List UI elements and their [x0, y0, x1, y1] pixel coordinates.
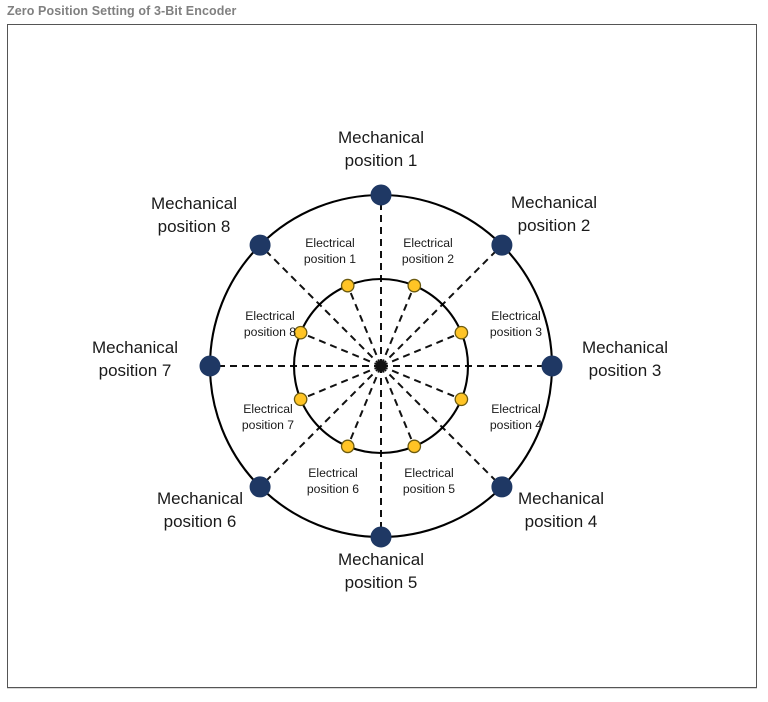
mechanical-position-dot-2[interactable]	[491, 234, 513, 256]
mechanical-spoke-2	[380, 244, 503, 367]
electrical-spoke-6	[346, 365, 382, 447]
electrical-spoke-8	[300, 331, 382, 367]
mechanical-spoke-4	[380, 365, 503, 488]
electrical-position-dot-4[interactable]	[454, 392, 469, 407]
electrical-position-dot-5[interactable]	[407, 439, 422, 454]
electrical-spoke-7	[300, 365, 382, 401]
page-title: Zero Position Setting of 3-Bit Encoder	[7, 3, 237, 18]
electrical-spoke-5	[380, 365, 416, 447]
title-bar: Zero Position Setting of 3-Bit Encoder	[0, 0, 768, 22]
electrical-position-dot-3[interactable]	[454, 325, 469, 340]
mechanical-position-dot-1[interactable]	[370, 184, 392, 206]
electrical-dots-layer	[293, 278, 469, 454]
mechanical-position-dot-3[interactable]	[541, 355, 563, 377]
electrical-position-dot-2[interactable]	[407, 278, 422, 293]
electrical-spoke-4	[380, 365, 462, 401]
electrical-spoke-3	[380, 331, 462, 367]
mechanical-position-dot-5[interactable]	[370, 526, 392, 548]
mechanical-spoke-8	[259, 244, 382, 367]
center-hub	[374, 359, 388, 373]
electrical-position-dot-6[interactable]	[340, 439, 355, 454]
electrical-spoke-2	[380, 285, 416, 367]
electrical-position-dot-8[interactable]	[293, 325, 308, 340]
mechanical-dots-layer	[199, 184, 563, 548]
mechanical-spoke-6	[259, 365, 382, 488]
mechanical-position-dot-6[interactable]	[249, 476, 271, 498]
electrical-position-dot-7[interactable]	[293, 392, 308, 407]
mechanical-position-dot-8[interactable]	[249, 234, 271, 256]
hub-spoke	[377, 359, 385, 373]
electrical-position-dot-1[interactable]	[340, 278, 355, 293]
spokes-layer	[210, 195, 552, 537]
inner-circle-electrical	[292, 277, 470, 455]
mechanical-position-dot-7[interactable]	[199, 355, 221, 377]
electrical-spoke-1	[346, 285, 382, 367]
mechanical-position-dot-4[interactable]	[491, 476, 513, 498]
